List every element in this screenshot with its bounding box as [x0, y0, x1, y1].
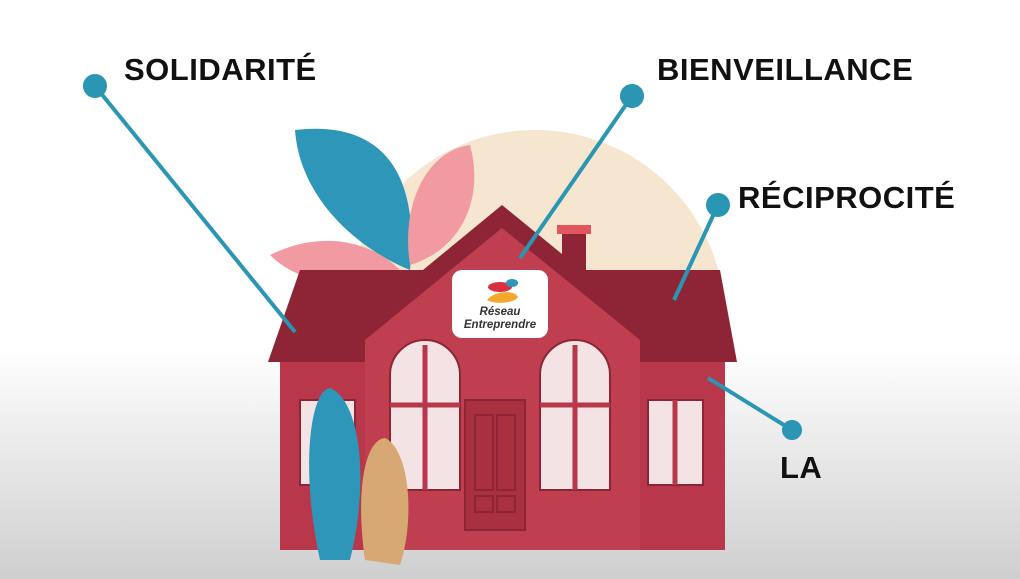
label-reciprocite: RÉCIPROCITÉ: [738, 180, 956, 215]
logo-text: Réseau Entreprendre: [452, 306, 548, 332]
front-tan-leaf: [361, 438, 409, 565]
blue-leaf: [295, 128, 412, 270]
logo-line2: Entreprendre: [463, 319, 537, 331]
logo-line1: Réseau: [479, 306, 521, 318]
reseau-entreprendre-logo: [452, 270, 548, 338]
pointer-line-solidarite: [93, 84, 297, 334]
label-la: LA: [780, 450, 823, 485]
front-blue-leaf: [309, 388, 361, 560]
chimney: [557, 225, 591, 234]
pink-leaf: [408, 145, 475, 265]
label-solidarite: SOLIDARITÉ: [124, 52, 317, 87]
label-bienveillance: BIENVEILLANCE: [657, 52, 914, 87]
